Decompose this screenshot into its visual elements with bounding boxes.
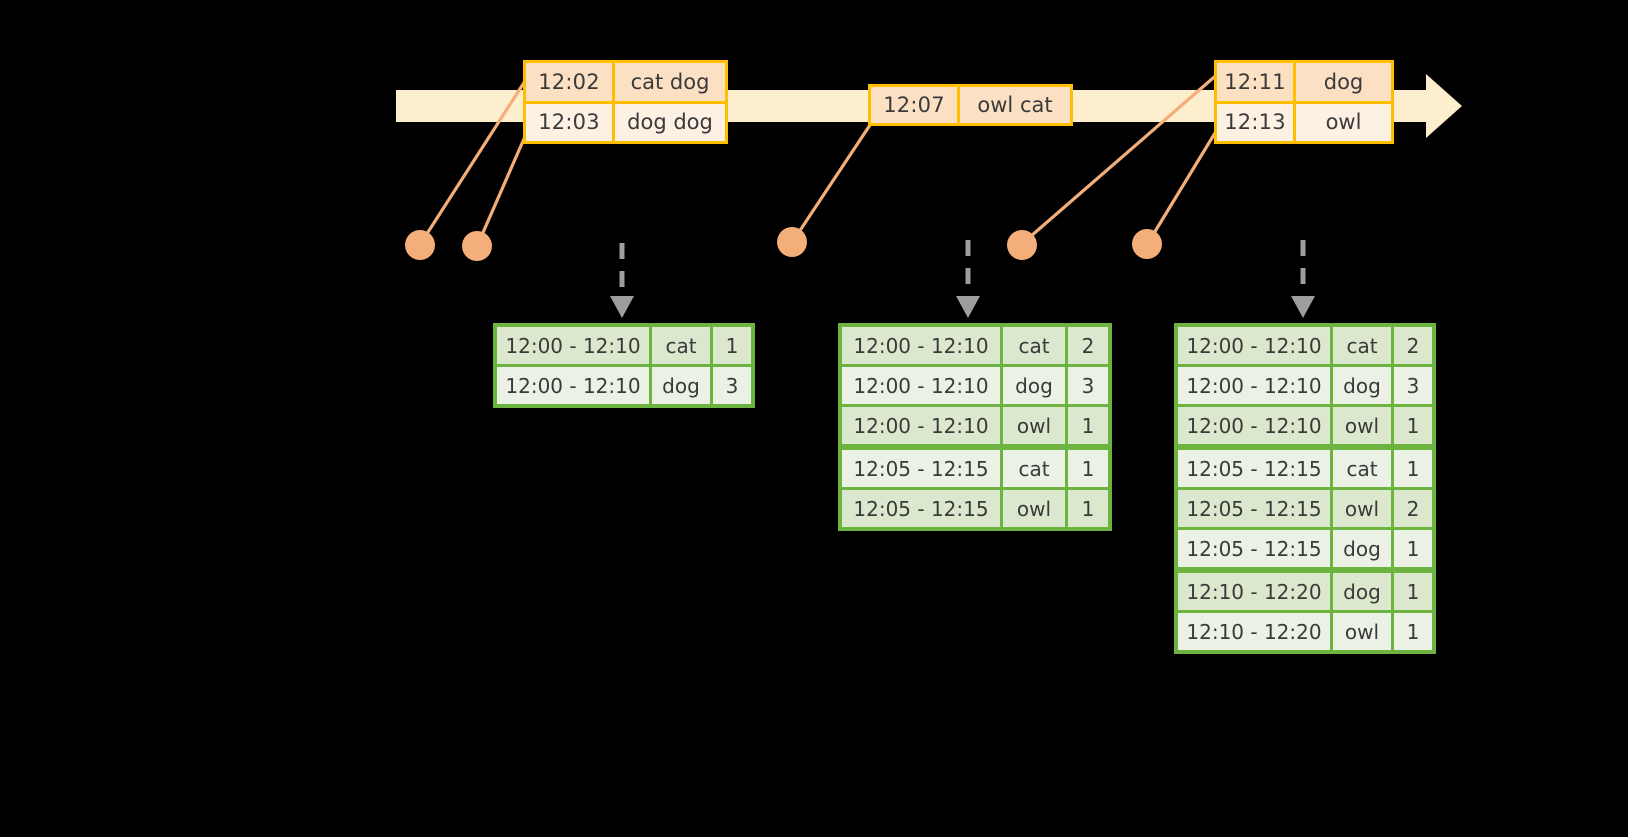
connector-dot-4 xyxy=(1007,230,1037,260)
result-table-3[interactable]: 12:00 - 12:10 cat 2 12:00 - 12:10 dog 3 … xyxy=(1174,323,1436,654)
cell-word: owl xyxy=(1003,490,1065,527)
cell-count: 1 xyxy=(1068,490,1108,527)
event-time: 12:02 xyxy=(526,63,615,101)
event-words: dog xyxy=(1323,69,1364,94)
table-row[interactable]: 12:00 - 12:10 dog 3 xyxy=(842,367,1108,404)
dashed-arrowhead-1 xyxy=(610,296,634,318)
cell-window: 12:00 - 12:10 xyxy=(497,367,649,404)
cell-word: dog xyxy=(1003,367,1065,404)
table-row[interactable]: 12:05 - 12:15 owl 2 xyxy=(1178,490,1432,527)
cell-window: 12:00 - 12:10 xyxy=(497,327,649,364)
cell-word: cat xyxy=(1333,450,1391,487)
event-words: owl cat xyxy=(977,93,1053,117)
cell-count: 1 xyxy=(713,327,751,364)
cell-window: 12:05 - 12:15 xyxy=(1178,450,1330,487)
table-row[interactable]: 12:00 - 12:10 cat 1 xyxy=(497,327,751,364)
event-group-2[interactable]: 12:07 owl cat xyxy=(868,84,1073,126)
table-row[interactable]: 12:00 - 12:10 cat 2 xyxy=(842,327,1108,364)
cell-count: 1 xyxy=(1394,573,1432,610)
cell-count: 1 xyxy=(1394,450,1432,487)
cell-window: 12:00 - 12:10 xyxy=(842,407,1000,444)
cell-word: cat xyxy=(1333,327,1391,364)
event-row[interactable]: 12:11 dog xyxy=(1217,63,1391,101)
event-time: 12:11 xyxy=(1217,63,1296,101)
cell-word: dog xyxy=(652,367,710,404)
cell-window: 12:00 - 12:10 xyxy=(1178,327,1330,364)
table-row[interactable]: 12:05 - 12:15 cat 1 xyxy=(1178,450,1432,487)
table-row[interactable]: 12:00 - 12:10 dog 3 xyxy=(1178,367,1432,404)
connector-line-1 xyxy=(419,77,529,244)
connector-dot-1 xyxy=(405,230,435,260)
event-group-1[interactable]: 12:02 cat dog 12:03 dog dog xyxy=(523,60,728,144)
cell-count: 2 xyxy=(1394,490,1432,527)
cell-window: 12:05 - 12:15 xyxy=(1178,490,1330,527)
event-time: 12:03 xyxy=(526,103,615,141)
table-row[interactable]: 12:00 - 12:10 dog 3 xyxy=(497,367,751,404)
table-row[interactable]: 12:10 - 12:20 dog 1 xyxy=(1178,573,1432,610)
cell-window: 12:00 - 12:10 xyxy=(1178,367,1330,404)
cell-word: dog xyxy=(1333,530,1391,567)
event-time: 12:13 xyxy=(1217,103,1296,141)
table-row[interactable]: 12:05 - 12:15 dog 1 xyxy=(1178,530,1432,567)
connector-line-5 xyxy=(1146,132,1217,244)
result-table-1[interactable]: 12:00 - 12:10 cat 1 12:00 - 12:10 dog 3 xyxy=(493,323,755,408)
cell-window: 12:00 - 12:10 xyxy=(1178,407,1330,444)
cell-word: owl xyxy=(1333,490,1391,527)
event-row[interactable]: 12:02 cat dog xyxy=(526,63,725,101)
cell-word: dog xyxy=(1333,367,1391,404)
cell-word: cat xyxy=(1003,450,1065,487)
cell-window: 12:10 - 12:20 xyxy=(1178,613,1330,650)
table-row[interactable]: 12:00 - 12:10 owl 1 xyxy=(842,407,1108,444)
cell-count: 2 xyxy=(1068,327,1108,364)
connector-dot-5 xyxy=(1132,229,1162,259)
cell-window: 12:10 - 12:20 xyxy=(1178,573,1330,610)
timeline-arrowhead xyxy=(1426,74,1462,138)
connector-dot-3 xyxy=(777,227,807,257)
connector-dot-2 xyxy=(462,231,492,261)
cell-window: 12:00 - 12:10 xyxy=(842,327,1000,364)
event-row[interactable]: 12:03 dog dog xyxy=(526,100,725,141)
result-table-2[interactable]: 12:00 - 12:10 cat 2 12:00 - 12:10 dog 3 … xyxy=(838,323,1112,531)
cell-window: 12:05 - 12:15 xyxy=(842,450,1000,487)
cell-count: 3 xyxy=(1068,367,1108,404)
connector-line-2 xyxy=(476,131,529,245)
cell-count: 2 xyxy=(1394,327,1432,364)
cell-word: cat xyxy=(1003,327,1065,364)
cell-word: owl xyxy=(1333,407,1391,444)
event-row[interactable]: 12:07 owl cat xyxy=(871,87,1070,123)
cell-word: owl xyxy=(1333,613,1391,650)
table-row[interactable]: 12:05 - 12:15 cat 1 xyxy=(842,450,1108,487)
cell-count: 1 xyxy=(1394,613,1432,650)
cell-window: 12:05 - 12:15 xyxy=(1178,530,1330,567)
table-row[interactable]: 12:05 - 12:15 owl 1 xyxy=(842,490,1108,527)
event-words: dog dog xyxy=(627,110,713,135)
cell-window: 12:05 - 12:15 xyxy=(842,490,1000,527)
connector-line-3 xyxy=(791,121,874,242)
cell-count: 1 xyxy=(1068,407,1108,444)
dashed-arrowhead-2 xyxy=(956,296,980,318)
dashed-arrowhead-3 xyxy=(1291,296,1315,318)
event-group-3[interactable]: 12:11 dog 12:13 owl xyxy=(1214,60,1394,144)
table-row[interactable]: 12:10 - 12:20 owl 1 xyxy=(1178,613,1432,650)
event-time: 12:07 xyxy=(871,87,960,123)
cell-window: 12:00 - 12:10 xyxy=(842,367,1000,404)
cell-word: cat xyxy=(652,327,710,364)
cell-word: dog xyxy=(1333,573,1391,610)
event-row[interactable]: 12:13 owl xyxy=(1217,100,1391,141)
event-words: cat dog xyxy=(630,69,710,94)
table-row[interactable]: 12:00 - 12:10 owl 1 xyxy=(1178,407,1432,444)
cell-count: 1 xyxy=(1394,530,1432,567)
cell-count: 1 xyxy=(1068,450,1108,487)
event-words: owl xyxy=(1325,110,1362,135)
cell-count: 3 xyxy=(713,367,751,404)
table-row[interactable]: 12:00 - 12:10 cat 2 xyxy=(1178,327,1432,364)
cell-count: 3 xyxy=(1394,367,1432,404)
cell-count: 1 xyxy=(1394,407,1432,444)
cell-word: owl xyxy=(1003,407,1065,444)
